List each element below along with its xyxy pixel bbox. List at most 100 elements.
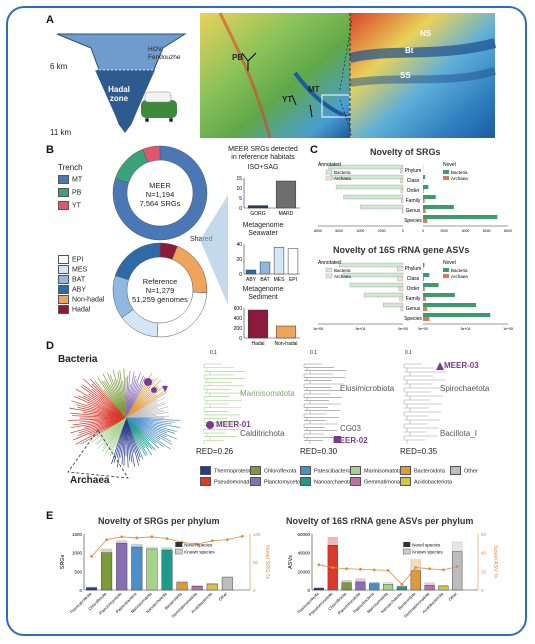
legend-item: Acidobacteriota	[400, 477, 452, 486]
bar-novel-archaea	[423, 297, 426, 301]
subtree3-label: Spirochaetota	[440, 384, 490, 393]
trench-legend: MT PB YT	[58, 175, 82, 214]
bar-novel	[221, 577, 233, 591]
y2-axis-label: Novel SRG %	[264, 545, 270, 579]
legend-text: Archaea	[451, 176, 468, 181]
y-tick-label: 10	[236, 186, 242, 192]
pct-point	[195, 542, 199, 546]
scale-bar-3: 0.1	[405, 350, 412, 356]
legend-item: Patescibacteria	[300, 466, 352, 475]
bar-annotated-archaea	[400, 168, 404, 174]
x-tick-label: 5e+04	[356, 327, 366, 331]
legend-text: Bacteria	[451, 170, 468, 175]
tree-branch	[70, 417, 127, 429]
y-tick-label: 0	[239, 336, 242, 342]
pct-point	[455, 565, 459, 568]
bar-novel	[86, 587, 98, 591]
tree-branch	[77, 406, 127, 419]
legend-text: Archaea	[334, 176, 351, 181]
rank-label: Order	[407, 286, 420, 292]
tree-branch	[125, 417, 171, 450]
bar-novel-archaea	[423, 277, 425, 281]
tree-branch	[125, 417, 177, 432]
habitat-legend-hadal: Hadal	[58, 305, 104, 315]
subtree2b-label: CG03	[340, 424, 361, 433]
y-tick-label: 200	[234, 326, 243, 332]
trench-legend-title: Trench	[58, 163, 83, 172]
bar-annotated-archaea	[397, 276, 404, 282]
bar-annotated-bacteria	[349, 282, 404, 288]
legend-swatch	[200, 477, 211, 486]
y-tick-label: 0	[239, 206, 242, 212]
legend-swatch-novel	[403, 542, 411, 547]
depth-6km: 6 km	[50, 62, 68, 71]
legend-text: Other	[464, 468, 478, 475]
bar-annotated-archaea	[401, 198, 404, 204]
pct-point	[359, 567, 362, 571]
legend-swatch-known	[175, 548, 183, 555]
legend-text: PB	[72, 189, 82, 197]
legend-swatch	[443, 176, 449, 180]
bar	[245, 269, 257, 275]
legend-swatch	[200, 466, 211, 475]
swatch	[58, 285, 69, 294]
legend-item: Planctomycetota	[250, 477, 305, 486]
bar-annotated-archaea	[402, 208, 404, 214]
legend-text: Non-hadal	[72, 296, 105, 304]
archaea-clade-outline	[67, 429, 129, 479]
sediment-title-2: Sediment	[248, 294, 278, 301]
x-tick-label: GORG	[250, 211, 265, 217]
meer-marker	[206, 421, 214, 429]
detect-title-1: MEER SRGs detected	[228, 146, 298, 153]
legend-text: Hadal	[72, 306, 91, 314]
ring-segment	[112, 145, 208, 241]
bar-novel-bacteria	[423, 175, 426, 179]
pct-point	[317, 563, 321, 567]
zoom-ss: SS	[400, 71, 411, 80]
bar-novel	[206, 583, 218, 591]
legend-text: MES	[72, 266, 88, 274]
bar-novel	[452, 551, 463, 591]
meer-ring-l3: 7,564 SRGs	[139, 199, 181, 208]
tree-branch	[125, 384, 166, 419]
tree-branch	[90, 378, 127, 419]
zoom-bt: Bt	[405, 46, 414, 55]
x-tick-label: EPI	[289, 277, 297, 283]
bar-novel-bacteria	[423, 283, 439, 287]
legend-text: EPI	[72, 256, 84, 264]
rank-label: Order	[407, 188, 420, 194]
legend-text: Gemmatimonadota	[364, 479, 411, 486]
trench-map	[200, 12, 351, 139]
legend-text: Archaea	[451, 274, 468, 279]
bar-novel-archaea	[423, 287, 425, 291]
x-tick-label: 1e+05	[503, 327, 513, 331]
meer-marker	[334, 436, 341, 443]
legend-text: ABY	[72, 286, 87, 294]
x-tick-label: ABY	[246, 277, 257, 283]
tree-branch	[123, 368, 127, 419]
rank-label: Phylum	[405, 168, 422, 174]
tree-branch	[82, 384, 127, 419]
swatch	[58, 188, 69, 197]
bar-novel	[161, 549, 173, 591]
bar-novel-bacteria	[423, 273, 430, 277]
tree-branch	[97, 377, 127, 419]
tree-branch	[80, 386, 127, 419]
x-tick-label: 6000	[335, 229, 343, 233]
y2-axis-label: Novel ASV %	[492, 546, 498, 579]
pct-point	[135, 536, 139, 540]
legend-text: Bacteroidota	[414, 468, 445, 475]
legend-text: Bacteria	[334, 170, 351, 175]
ring-segment	[114, 148, 149, 184]
tree-branch	[80, 417, 127, 445]
tree-branch	[112, 369, 127, 419]
rank-label: Genus	[406, 306, 421, 312]
panel-c-title-1: Novelty of SRGs	[370, 147, 441, 157]
x-tick-label: 0e+00	[418, 327, 428, 331]
bar-annotated-archaea	[397, 266, 404, 272]
rank-label: Family	[406, 296, 421, 302]
bar	[275, 180, 297, 209]
